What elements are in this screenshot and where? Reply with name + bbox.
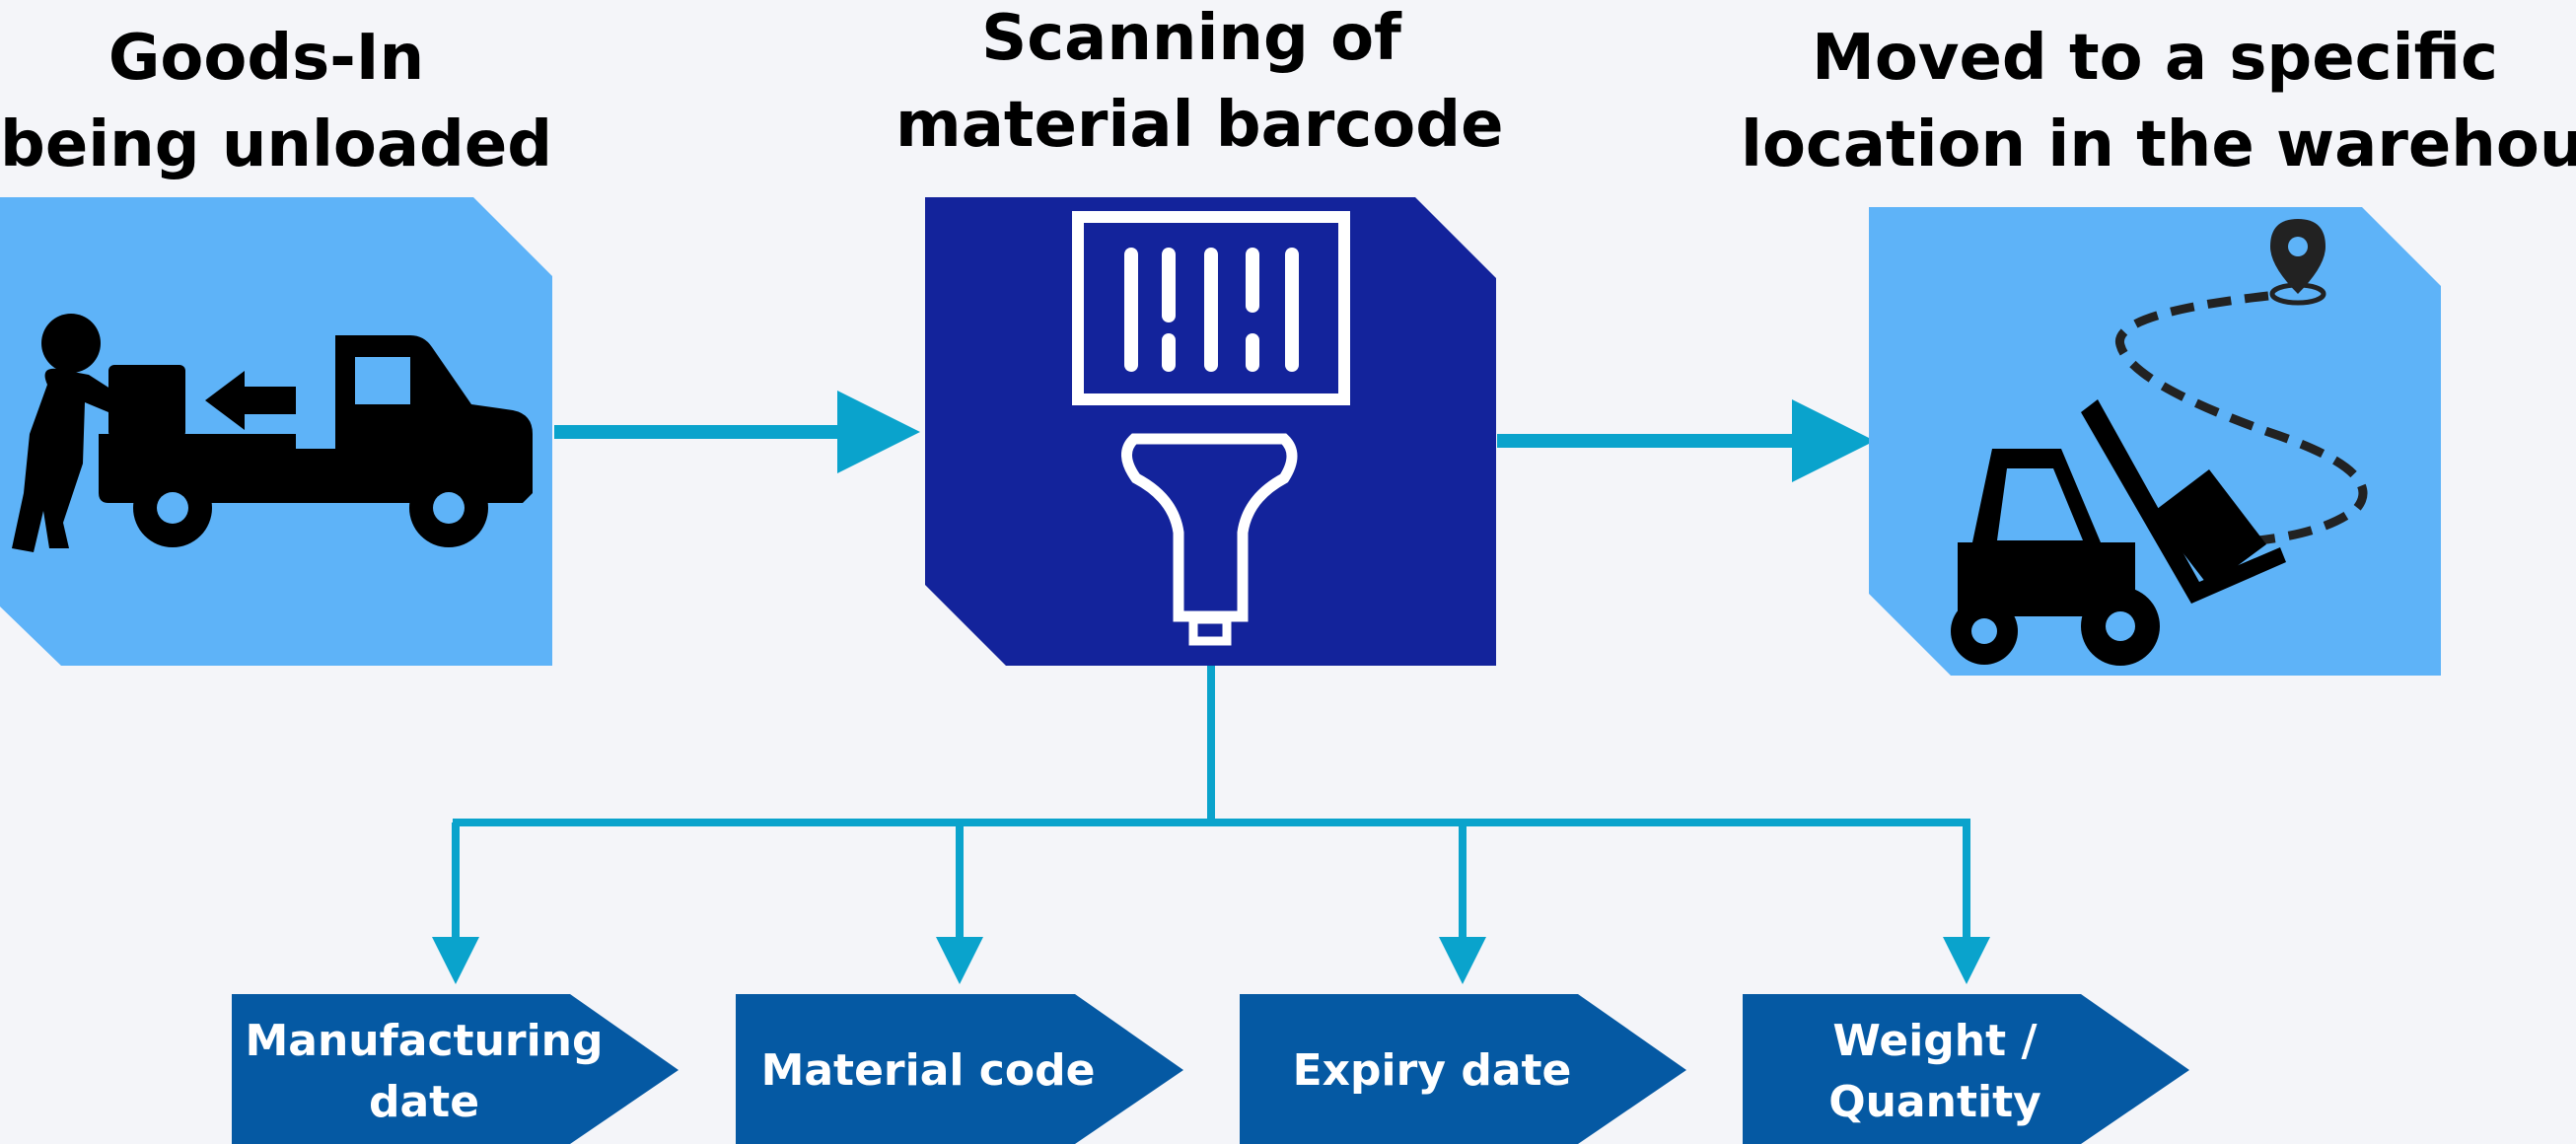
- tag-material-code: Material code: [736, 1040, 1120, 1102]
- moved-label: Moved to a specific location in the ware…: [1741, 15, 2576, 188]
- goods-in-label-line2: being unloaded: [0, 108, 553, 181]
- tag-shape-4: [1743, 994, 2189, 1144]
- scanning-label: Scanning of material barcode: [895, 0, 1504, 169]
- tag-1-line2: date: [368, 1077, 480, 1127]
- location-box: [1869, 207, 2441, 676]
- scanning-box: [925, 197, 1496, 666]
- moved-label-line2: location in the warehouse: [1741, 108, 2576, 181]
- tag-3-line1: Expiry date: [1292, 1045, 1572, 1096]
- tag-4-line2: Quantity: [1828, 1077, 2041, 1127]
- tag-shape-3: [1240, 994, 1686, 1144]
- scanning-label-line1: Scanning of: [981, 2, 1401, 75]
- barcode-scanner-icon: [1072, 211, 1350, 646]
- tag-shape-2: [736, 994, 1183, 1144]
- goods-in-label: Goods-In being unloaded: [0, 15, 553, 188]
- branch-connectors: [432, 666, 1990, 984]
- tag-manufacturing-date: Manufacturing date: [232, 1011, 616, 1133]
- person-unloading-truck-icon: [12, 314, 533, 552]
- scanning-label-line2: material barcode: [895, 89, 1504, 162]
- tag-1-line1: Manufacturing: [245, 1016, 604, 1066]
- moved-label-line1: Moved to a specific: [1812, 22, 2498, 95]
- tag-2-line1: Material code: [760, 1045, 1096, 1096]
- tag-expiry-date: Expiry date: [1240, 1040, 1624, 1102]
- tag-weight-quantity: Weight / Quantity: [1743, 1011, 2127, 1133]
- attribute-tags: [232, 994, 2189, 1144]
- goods-in-box: [0, 197, 552, 666]
- goods-in-label-line1: Goods-In: [107, 22, 425, 95]
- forklift-route-icon: [1951, 219, 2368, 666]
- tag-4-line1: Weight /: [1832, 1016, 2038, 1066]
- tag-shape-1: [232, 994, 679, 1144]
